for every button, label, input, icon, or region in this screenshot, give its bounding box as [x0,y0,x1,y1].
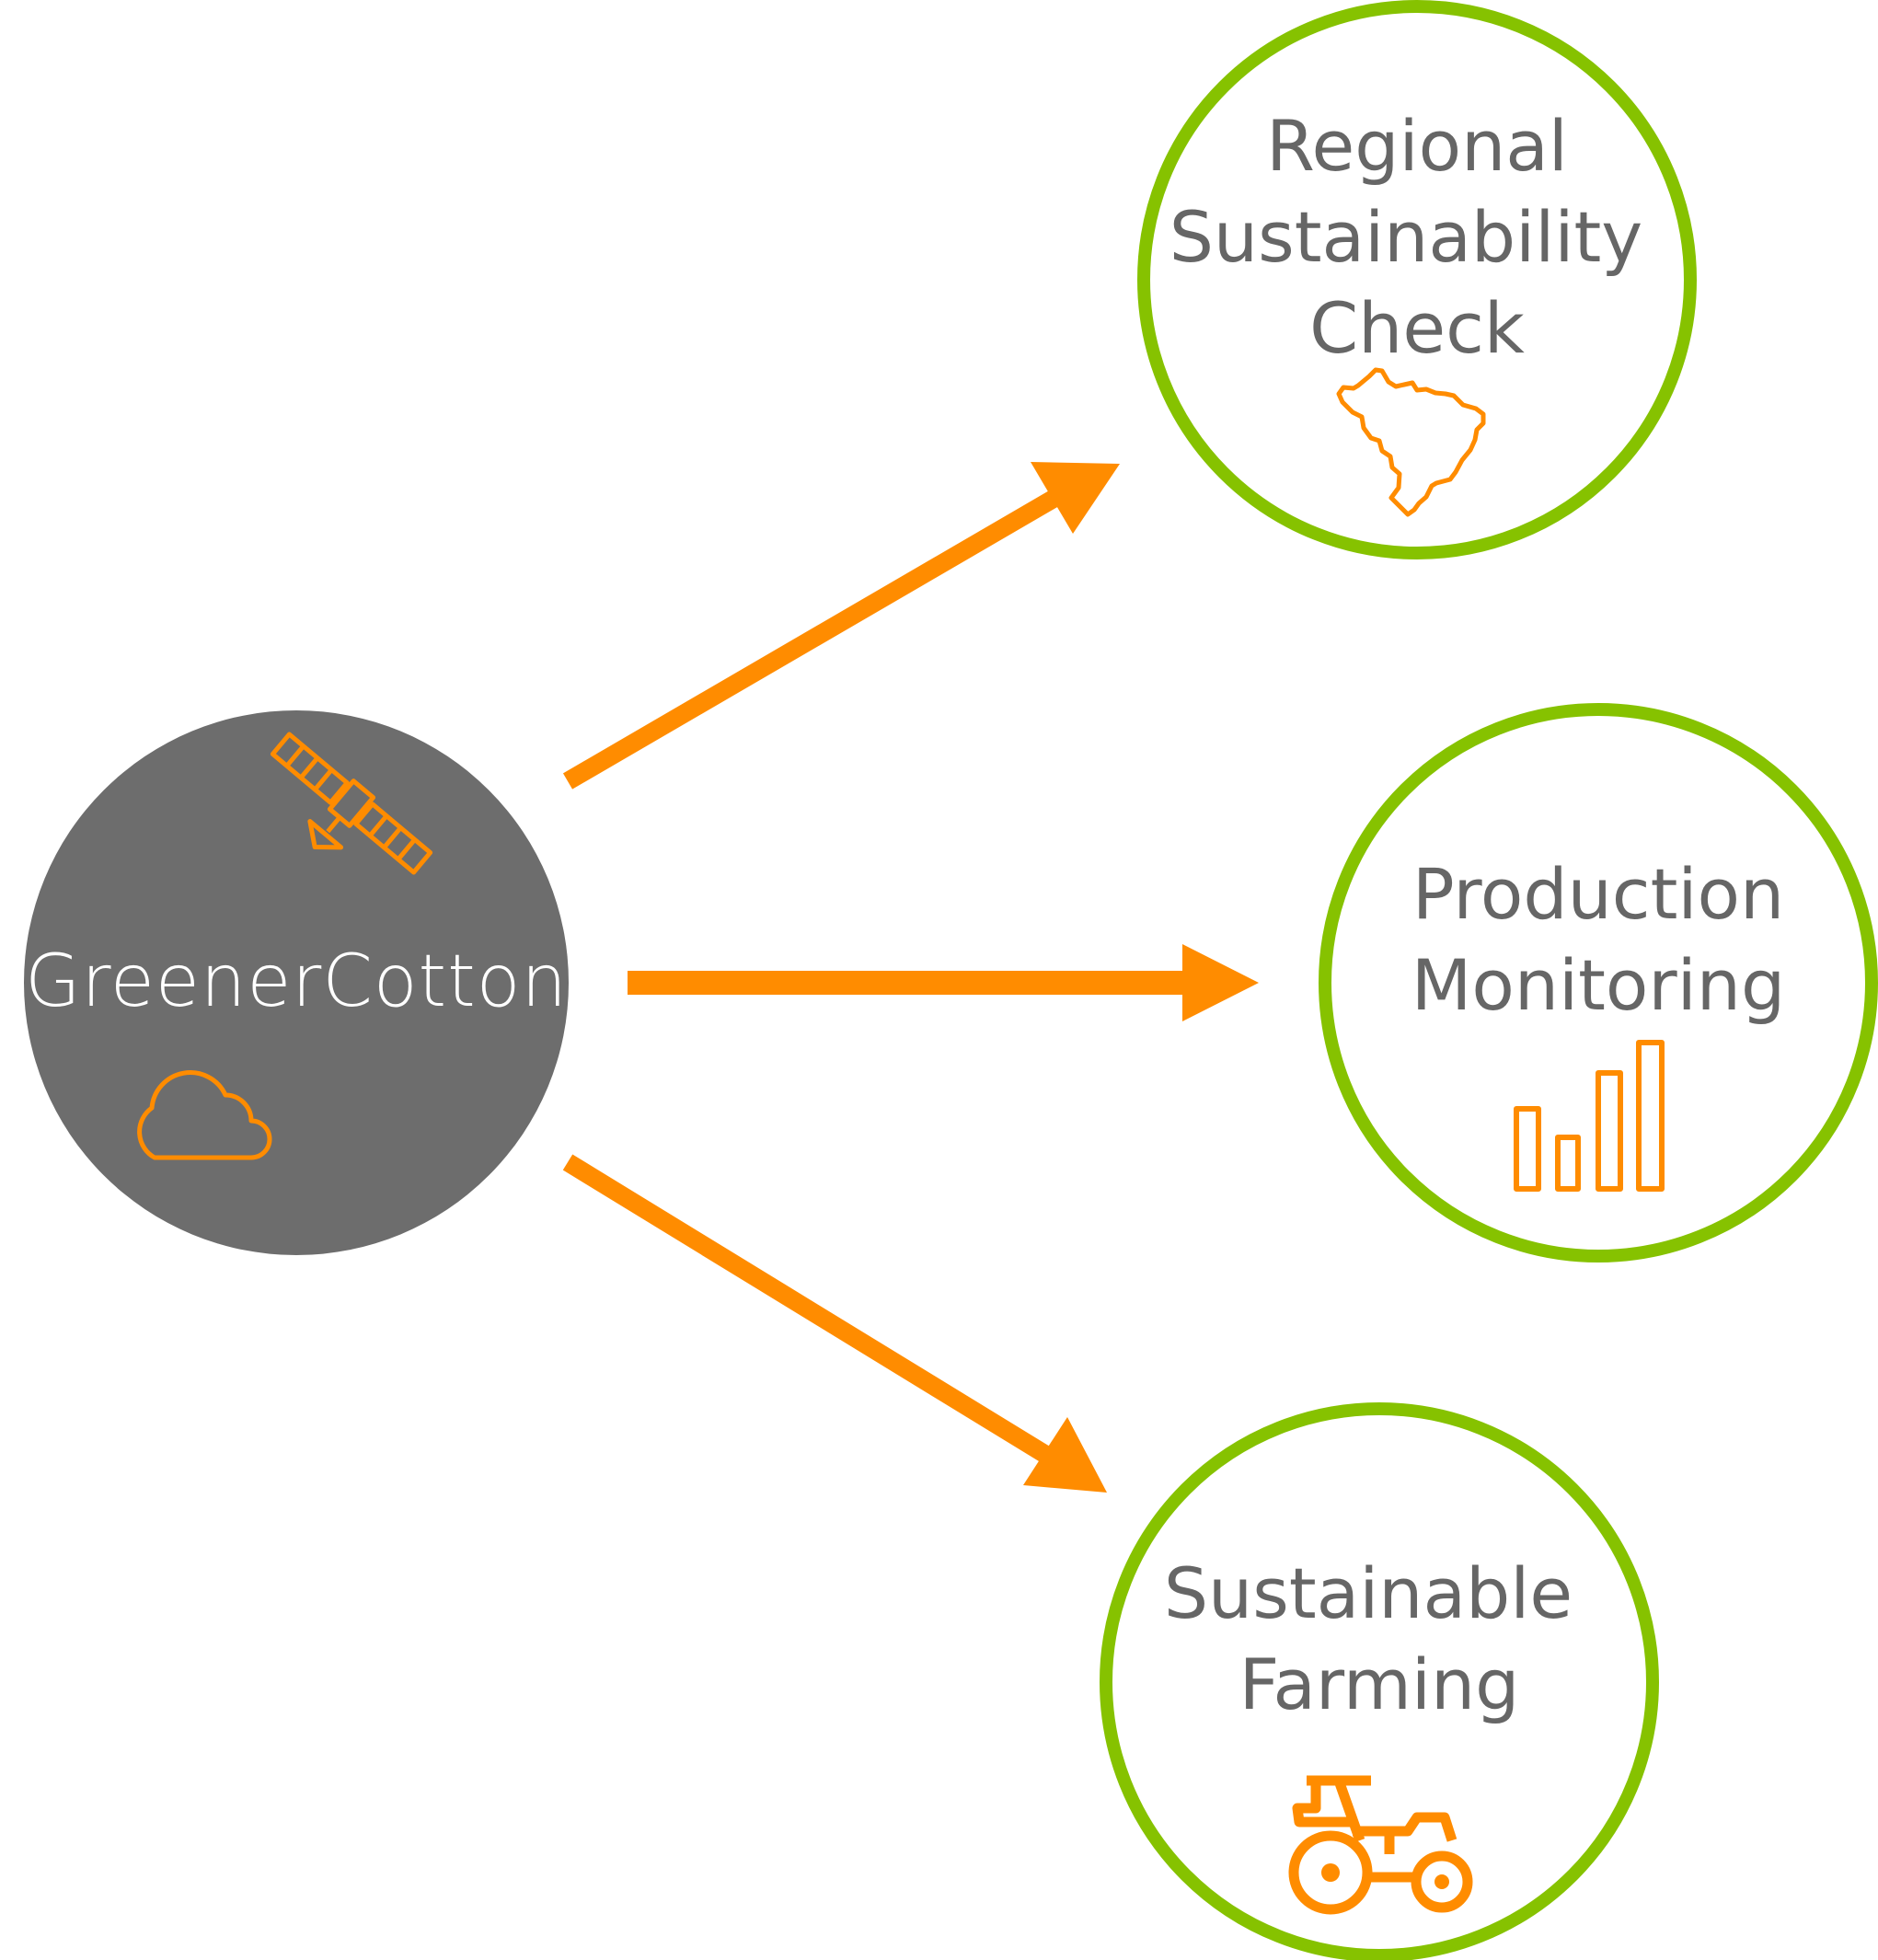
brazil-map-icon [1336,367,1486,517]
cloud-icon [137,1070,272,1160]
hub-label: GreenerCotton [25,940,568,1023]
node-regional: Regional Sustainability Check [1137,0,1697,559]
arrow-to-regional [562,462,1120,790]
arrow-to-production [628,944,1259,1021]
node-production: Production Monitoring [1319,703,1878,1262]
node-regional-line-1: Regional [1266,105,1568,187]
node-production-line-1: Production [1412,853,1784,935]
node-farming-line-2: Farming [1239,1643,1520,1725]
tractor-icon [1288,1775,1473,1915]
hub-node: GreenerCotton [24,710,569,1255]
satellite-icon [270,732,433,875]
node-regional-line-2: Sustainability [1169,196,1643,278]
bar-chart-icon [1514,1040,1665,1192]
arrow-to-farming [562,1154,1107,1493]
node-farming: Sustainable Farming [1100,1402,1659,1960]
node-regional-line-3: Check [1309,287,1525,369]
node-production-line-2: Monitoring [1411,944,1785,1026]
node-farming-line-1: Sustainable [1164,1552,1573,1634]
